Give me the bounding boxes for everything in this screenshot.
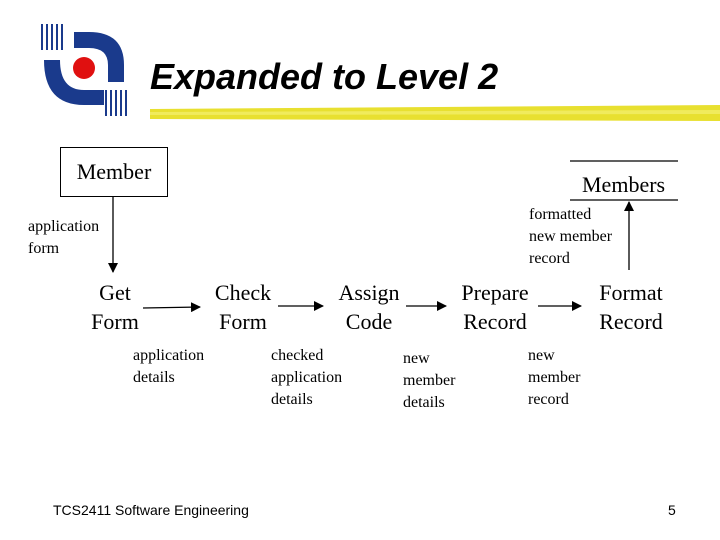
- member-entity-box: Member: [60, 147, 168, 197]
- member-entity-label: Member: [76, 159, 152, 184]
- members-datastore-label: Members: [582, 172, 666, 197]
- process-prepare-record: Prepare Record: [461, 280, 529, 334]
- title-underline-brush: [150, 105, 720, 121]
- process-check-form: Check Form: [214, 280, 272, 334]
- university-logo: [41, 24, 127, 116]
- process-format-record: Format Record: [599, 280, 663, 334]
- slide-footer: TCS2411 Software Engineering: [53, 502, 249, 518]
- process-assign-code: Assign Code: [338, 280, 400, 334]
- flow-label-checked-application-details: checked application details: [271, 347, 343, 408]
- process-get-form: Get Form: [91, 280, 139, 334]
- flow-label-application-details: application details: [133, 347, 205, 386]
- flow-label-formatted-new-member-record: formatted new member record: [529, 206, 613, 267]
- page-number: 5: [668, 502, 676, 518]
- slide-title: Expanded to Level 2: [150, 56, 499, 97]
- flow-label-application-form: application form: [28, 218, 100, 257]
- flow-label-new-member-record: new member record: [528, 347, 581, 408]
- flow-label-new-member-details: new member details: [403, 350, 456, 411]
- flow-line-application-details: [142, 302, 201, 313]
